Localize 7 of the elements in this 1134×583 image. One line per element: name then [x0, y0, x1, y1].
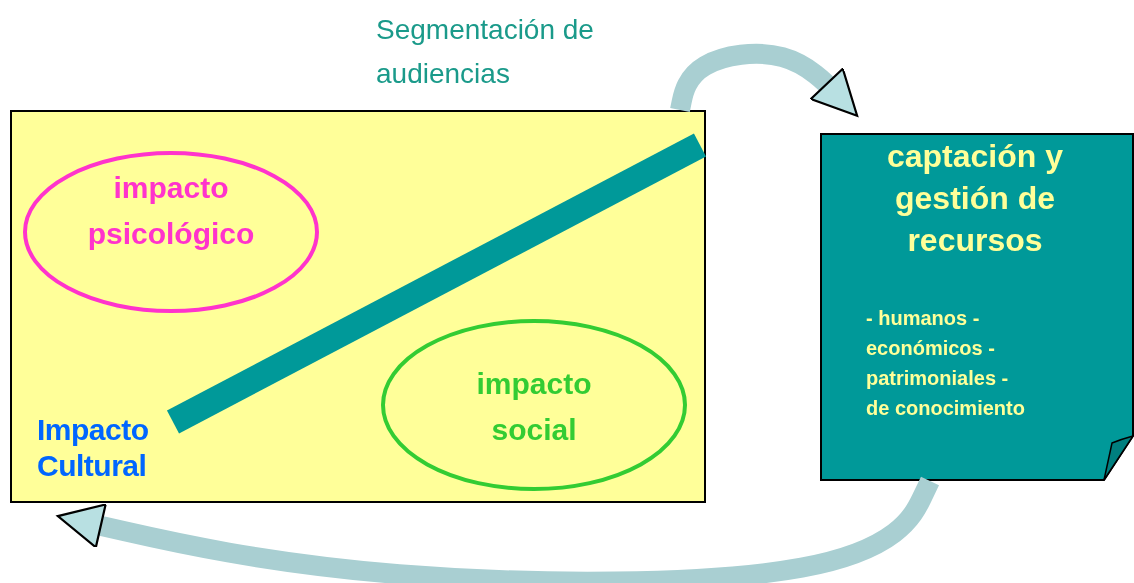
resource-list: - humanos - económicos - patrimoniales - de conocimiento — [866, 303, 1026, 423]
panel-box — [10, 110, 706, 503]
note-heading: captación y gestión de recursos — [885, 137, 1065, 260]
curved-arrow — [56, 476, 939, 583]
oval-label: impacto social — [475, 366, 593, 448]
node-label: Impacto Cultural — [37, 412, 150, 484]
oval-label: impacto psicológico — [86, 170, 256, 252]
